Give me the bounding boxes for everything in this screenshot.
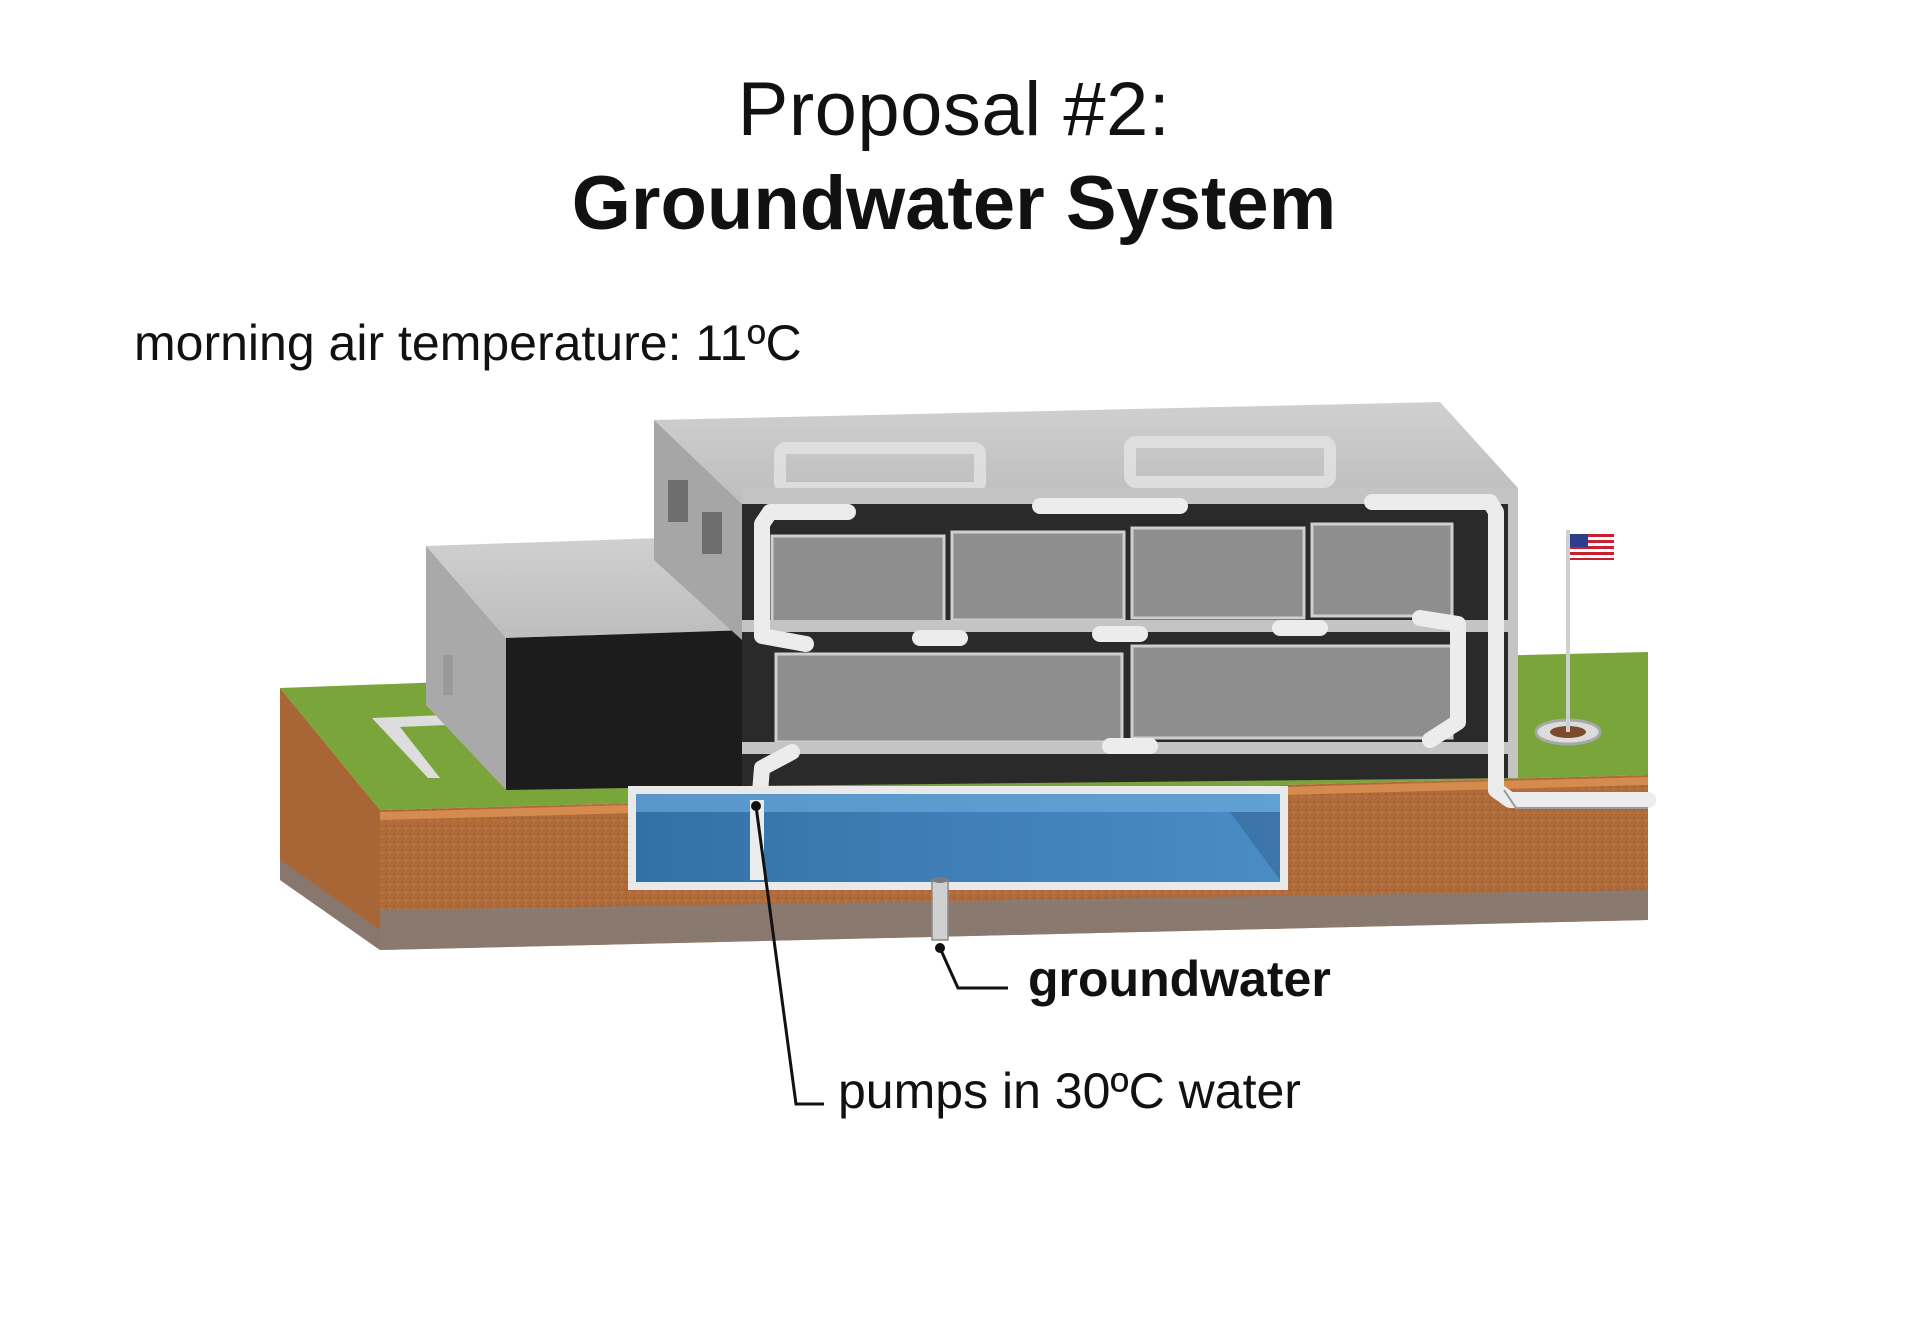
upper-rooms xyxy=(770,522,1454,624)
gravel-front xyxy=(380,890,1648,950)
water-surface xyxy=(636,794,1280,812)
pump-label: pumps in 30ºC water xyxy=(838,1063,1301,1119)
lower-rooms xyxy=(774,644,1454,744)
groundwater-label: groundwater xyxy=(1028,951,1331,1007)
water-tank xyxy=(628,786,1288,890)
pump-pointer-dot xyxy=(751,801,761,811)
title-line-1: Proposal #2: xyxy=(737,67,1171,152)
left-wing-interior xyxy=(506,630,748,790)
main-side-wall xyxy=(654,420,742,640)
gravel-left xyxy=(280,860,380,950)
walkway xyxy=(372,714,470,778)
us-flag-icon xyxy=(1534,530,1614,746)
roof-slab-edge xyxy=(742,488,1518,504)
right-wall-edge xyxy=(1508,488,1518,778)
leader-lines xyxy=(754,805,1008,1106)
pipe-outline xyxy=(1503,789,1648,809)
left-wing-door xyxy=(443,655,453,695)
main-building xyxy=(654,402,1518,786)
pipe-network xyxy=(748,494,1656,848)
well-pipe xyxy=(931,877,949,941)
left-wing-side xyxy=(426,546,506,790)
groundwater-pointer-dot xyxy=(935,943,945,953)
pump-pipe xyxy=(750,800,764,880)
windows xyxy=(668,480,722,554)
title-line-2: Groundwater System xyxy=(571,161,1337,246)
air-temperature-label: morning air temperature: 11ºC xyxy=(134,315,802,371)
